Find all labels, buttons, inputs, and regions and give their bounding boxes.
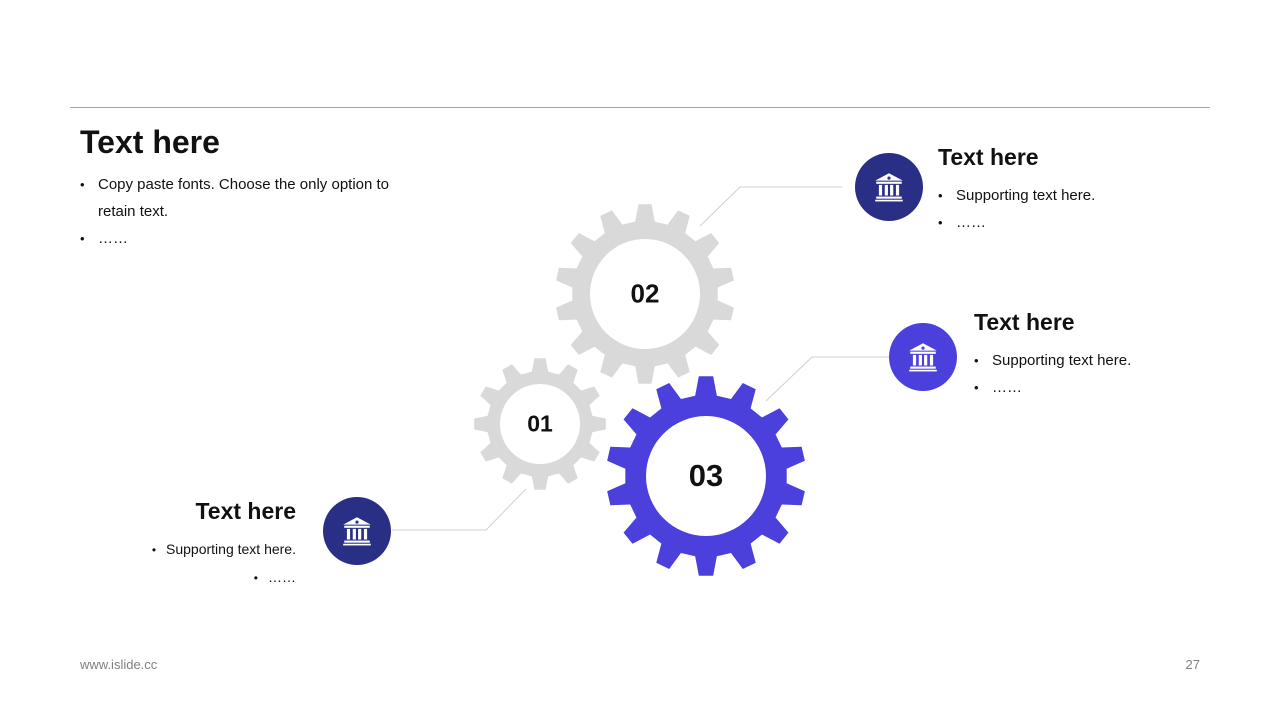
- callout-02-title: Text here: [938, 144, 1039, 170]
- callout-02-bullet: Supporting text here.: [938, 182, 1095, 209]
- gear-label-01: 01: [527, 410, 553, 437]
- gear-label-03: 03: [688, 458, 724, 493]
- intro-bullet: Copy paste fonts. Choose the only option…: [80, 171, 430, 225]
- page-title: Text here: [80, 124, 220, 160]
- callout-01-title: Text here: [195, 498, 296, 524]
- page-number: 27: [1185, 657, 1200, 672]
- callout-01-bullet: •Supporting text here.: [151, 541, 296, 557]
- callout-01-bullets: •Supporting text here. •……: [152, 536, 296, 592]
- bank-icon: [343, 517, 371, 546]
- callout-01-bullet: •……: [253, 569, 296, 585]
- callout-03-title: Text here: [974, 309, 1075, 335]
- callout-02-icon-badge: [855, 153, 923, 221]
- callout-03-bullet: ……: [974, 374, 1131, 401]
- footer-url: www.islide.cc: [80, 657, 158, 672]
- connector-line-03: [765, 356, 889, 402]
- callout-03-icon-badge: [889, 323, 957, 391]
- callout-03-bullet: Supporting text here.: [974, 347, 1131, 374]
- gear-03: [607, 376, 805, 576]
- intro-bullet-list: Copy paste fonts. Choose the only option…: [80, 171, 430, 252]
- bank-icon: [909, 343, 937, 372]
- callout-01-icon-badge: [323, 497, 391, 565]
- gear-02: [556, 204, 734, 384]
- gear-01: [474, 358, 606, 490]
- gear-label-02: 02: [630, 278, 660, 309]
- intro-bullet: ……: [80, 225, 430, 252]
- callout-02-bullet: ……: [938, 209, 1095, 236]
- connector-line-02: [699, 186, 842, 227]
- callout-03-bullets: Supporting text here. ……: [974, 347, 1131, 401]
- callout-02-bullets: Supporting text here. ……: [938, 182, 1095, 236]
- bank-icon: [875, 173, 903, 202]
- connector-line-01: [392, 488, 527, 531]
- header-divider: [70, 107, 1210, 108]
